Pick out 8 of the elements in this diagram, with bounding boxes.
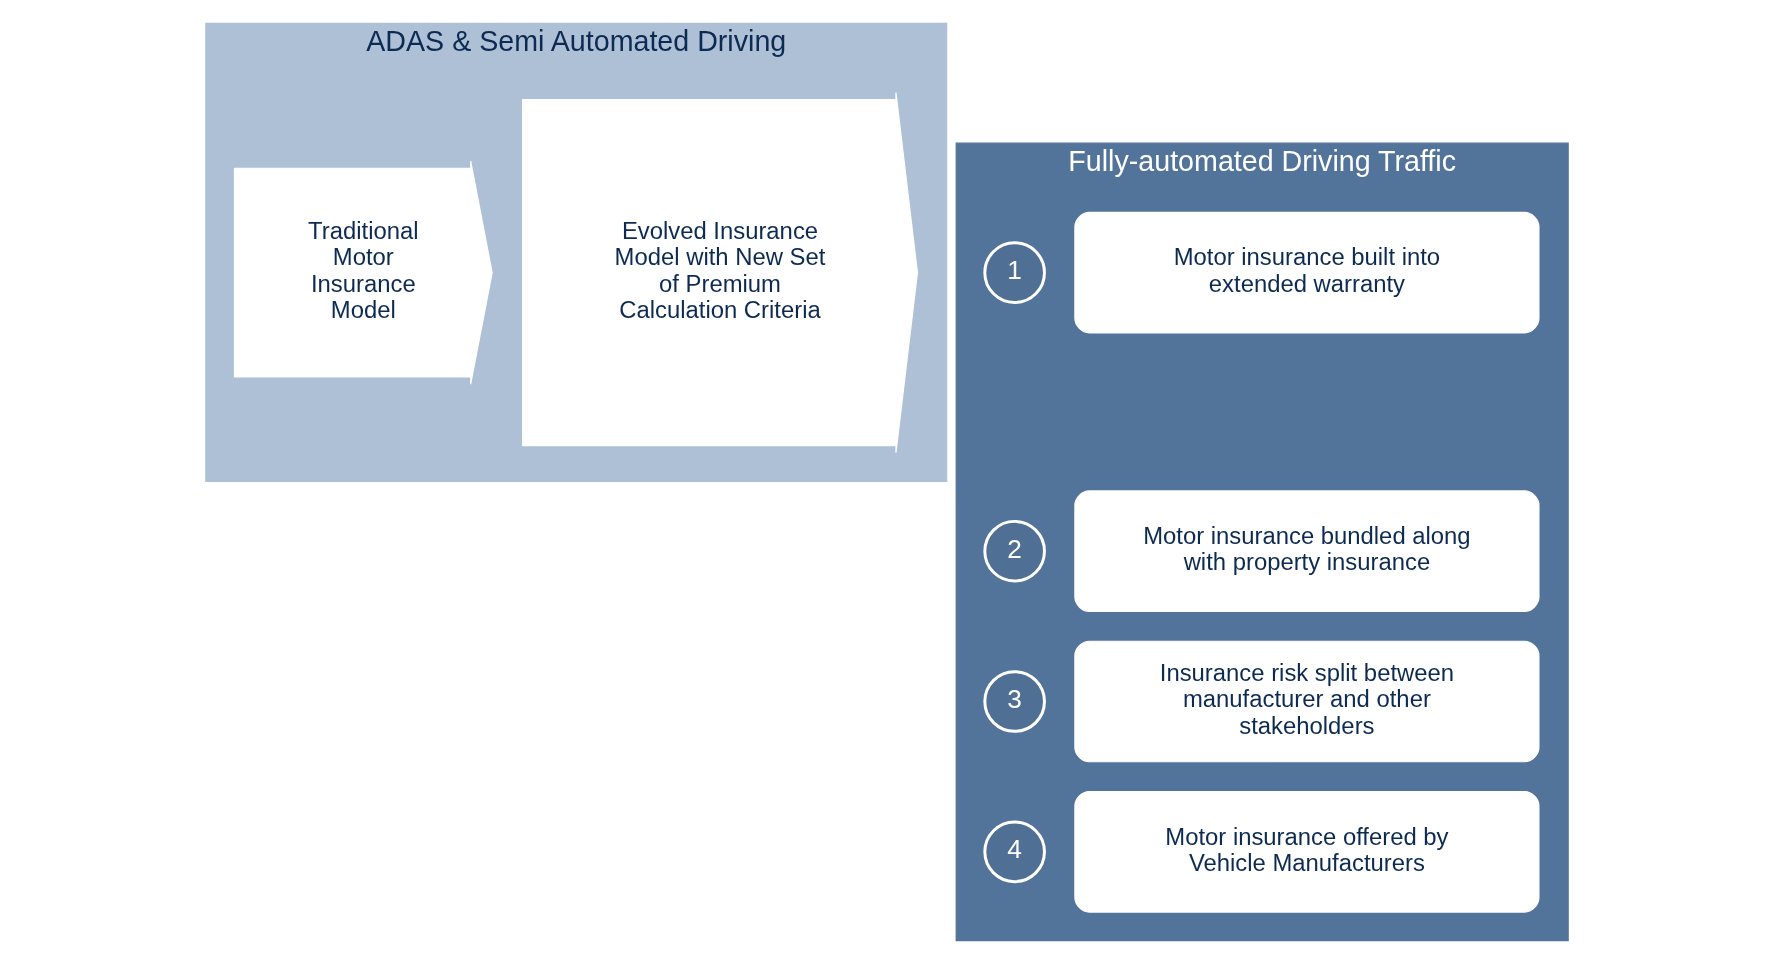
node-box: Motor insurance bundled along with property insurance [1073, 489, 1540, 612]
node-circle: 2 [982, 519, 1046, 582]
node-circle: 1 [982, 240, 1046, 304]
node-circle: 4 [982, 820, 1046, 883]
node-box: Motor insurance built into extended warranty [1073, 211, 1540, 333]
node-circle: 3 [982, 669, 1046, 733]
node-box: Insurance risk split between manufacturer and other stakeholders [1073, 640, 1540, 762]
node-box: Motor insurance offered by Vehicle Manufacturers [1073, 790, 1540, 913]
